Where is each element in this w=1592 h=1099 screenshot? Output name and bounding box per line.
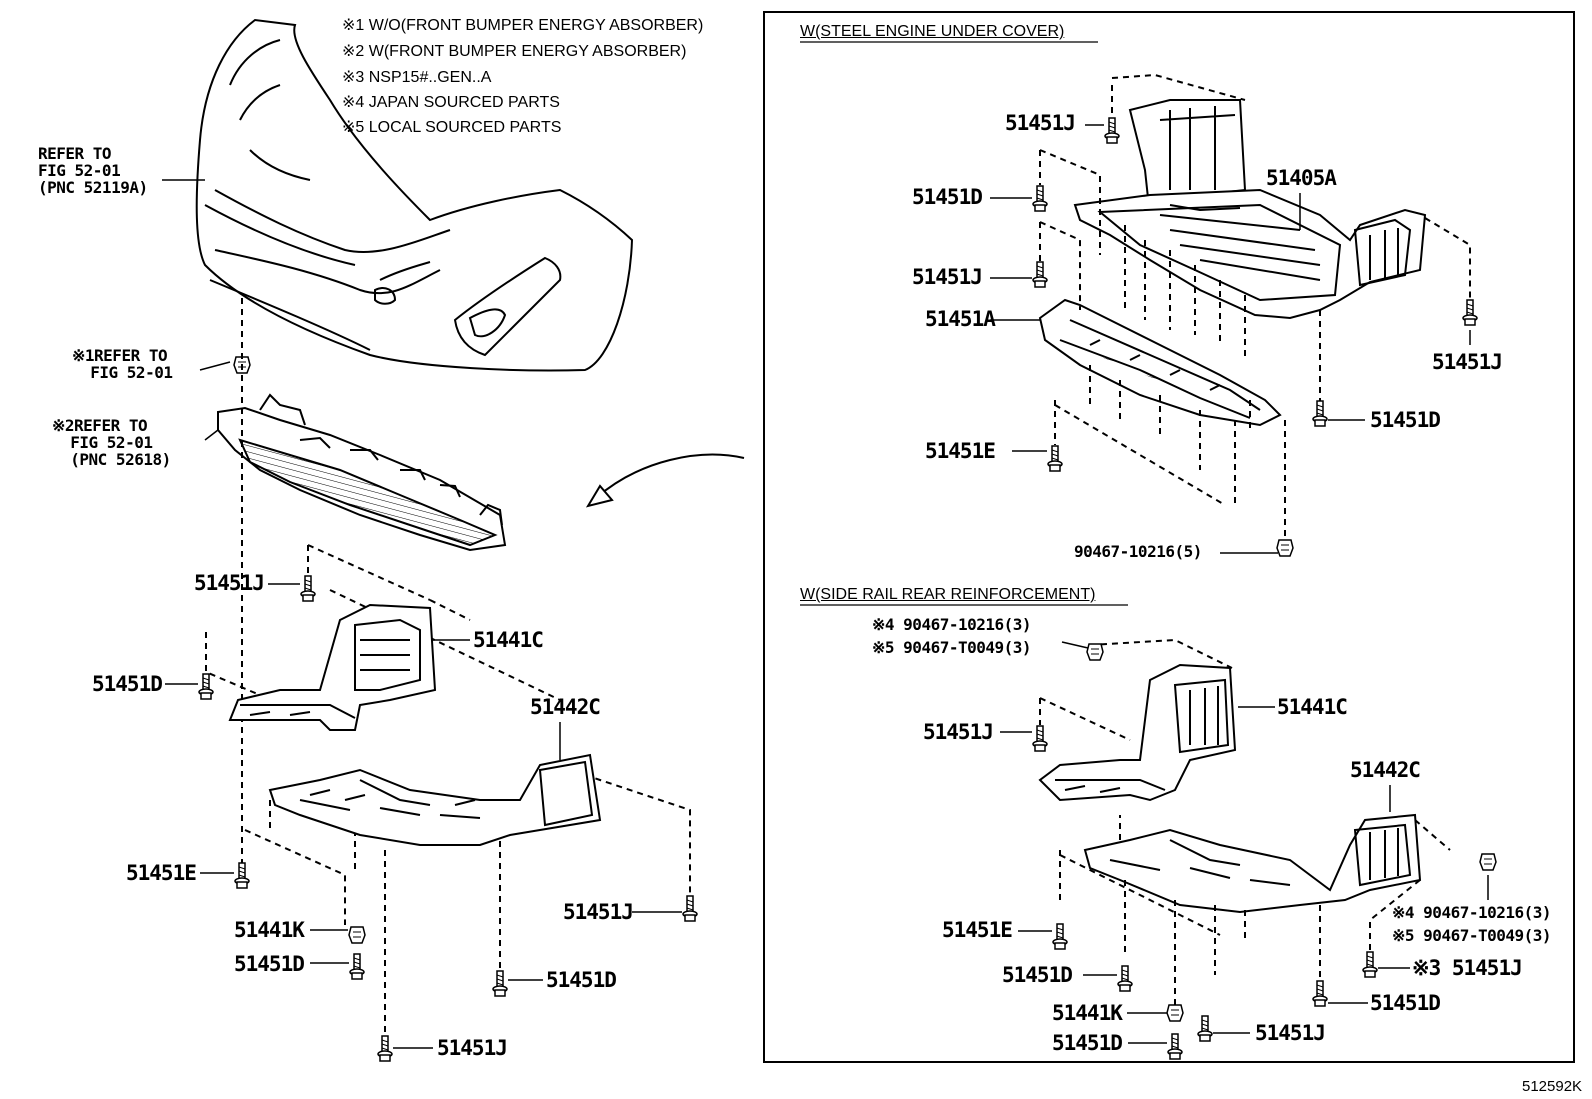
note-3: ※3 NSP15#..GEN..A: [342, 69, 492, 86]
clip-icon: [1276, 539, 1294, 557]
label-clip5b-90467-t0049-3: ※5 90467-T0049(3): [1392, 926, 1552, 945]
bolt-icon: [682, 895, 698, 922]
bolt-icon: [1362, 951, 1378, 978]
figure-code: 512592K: [1522, 1078, 1583, 1095]
bolt-icon: [300, 575, 316, 602]
label-51451j-rt-1: 51451J: [1005, 111, 1076, 135]
bolt-icon: [1167, 1033, 1183, 1060]
label-51451d-rb-3: 51451D: [1052, 1031, 1123, 1055]
bolt-icon: [377, 1035, 393, 1062]
bolt-icon: [1032, 261, 1048, 288]
refer-bumper-label: REFER TO FIG 52-01 (PNC 52119A): [38, 144, 148, 197]
label-51451j-left-1: 51451J: [194, 571, 265, 595]
refer-note2-label: ※2REFER TO FIG 52-01 (PNC 52618): [52, 416, 171, 469]
bolt-icon: [1312, 400, 1328, 427]
part-51451a-drawing: [1038, 298, 1282, 427]
label-51451a: 51451A: [925, 307, 996, 331]
label-51451d-rt-2: 51451D: [1370, 408, 1441, 432]
bolt-icon: [1047, 445, 1063, 472]
label-51442c-rb: 51442C: [1350, 758, 1421, 782]
left-leader-lines: [205, 298, 691, 1050]
energy-absorber-drawing: [217, 393, 507, 552]
label-51441k-rb: 51441K: [1052, 1001, 1123, 1025]
label-clip4b-90467-10216-3: ※4 90467-10216(3): [1392, 903, 1552, 922]
bolt-icon: [1032, 725, 1048, 752]
clip-icon: [1166, 1004, 1184, 1022]
bolt-icon: [492, 970, 508, 997]
note-4: ※4 JAPAN SOURCED PARTS: [342, 94, 560, 111]
right-box-frame: [763, 11, 1575, 1063]
refer-note1-label: ※1REFER TO FIG 52-01: [72, 346, 173, 382]
label-51451e-rt: 51451E: [925, 439, 996, 463]
part-51442c-left-drawing: [268, 753, 602, 846]
front-bumper-drawing: [195, 18, 634, 372]
part-51442c-right-drawing: [1083, 813, 1422, 914]
label-51442c-left: 51442C: [530, 695, 601, 719]
note-5: ※5 LOCAL SOURCED PARTS: [342, 119, 562, 136]
label-51451d-left-3: 51451D: [546, 968, 617, 992]
clip-icon: [1086, 643, 1104, 661]
label-51451d-left-1: 51451D: [92, 672, 163, 696]
part-51441c-right-drawing: [1038, 663, 1237, 802]
part-51441c-left-drawing: [228, 603, 437, 731]
bolt-icon: [1104, 117, 1120, 144]
label-clip4-90467-10216-3: ※4 90467-10216(3): [872, 615, 1032, 634]
label-51451j-left-2: 51451J: [563, 900, 634, 924]
label-clip5-90467-t0049-3: ※5 90467-T0049(3): [872, 638, 1032, 657]
left-label-leaders: [162, 179, 682, 1049]
label-51451e-left: 51451E: [126, 861, 197, 885]
bolt-icon: [1032, 185, 1048, 212]
bolt-icon: [1052, 923, 1068, 950]
label-51451j-left-3: 51451J: [437, 1036, 508, 1060]
clip-icon: [1479, 853, 1497, 871]
note-2: ※2 W(FRONT BUMPER ENERGY ABSORBER): [342, 43, 687, 60]
bolt-icon: [1312, 980, 1328, 1007]
label-51451j-rb-1: 51451J: [923, 720, 994, 744]
part-51405a-drawing: [1073, 99, 1427, 320]
label-51451d-rt-1: 51451D: [912, 185, 983, 209]
label-51451e-rb: 51451E: [942, 918, 1013, 942]
label-51451d-left-2: 51451D: [234, 952, 305, 976]
label-clip-90467-10216-5: 90467-10216(5): [1074, 542, 1202, 561]
curved-arrow: [585, 453, 745, 508]
header-side-rail-rear-reinforcement: W(SIDE RAIL REAR REINFORCEMENT): [800, 586, 1096, 603]
header-steel-engine-under-cover: W(STEEL ENGINE UNDER COVER): [800, 23, 1065, 40]
bolt-icon: [1117, 965, 1133, 992]
label-51441c-left: 51441C: [473, 628, 544, 652]
note-1: ※1 W/O(FRONT BUMPER ENERGY ABSORBER): [342, 17, 704, 34]
label-51441c-rb: 51441C: [1277, 695, 1348, 719]
right-bottom-label-leaders: [1000, 641, 1489, 1044]
label-51451j-rt-3: 51451J: [1432, 350, 1503, 374]
label-51451j-rb-3: ※3 51451J: [1412, 956, 1523, 980]
label-51451d-rb-2: 51451D: [1370, 991, 1441, 1015]
label-51451j-rb-2: 51451J: [1255, 1021, 1326, 1045]
bolt-icon: [234, 862, 250, 889]
label-51451d-rb-1: 51451D: [1002, 963, 1073, 987]
label-51451j-rt-2: 51451J: [912, 265, 983, 289]
right-top-label-leaders: [990, 124, 1471, 554]
bolt-icon: [1462, 299, 1478, 326]
bolt-icon: [349, 953, 365, 980]
bolt-icon: [198, 673, 214, 700]
label-51441k-left: 51441K: [234, 918, 305, 942]
label-51405a: 51405A: [1266, 166, 1337, 190]
clip-icon: [348, 926, 366, 944]
right-bottom-leader-lines: [1039, 638, 1451, 1005]
right-top-leader-lines: [1039, 73, 1471, 545]
bolt-icon: [1197, 1015, 1213, 1042]
